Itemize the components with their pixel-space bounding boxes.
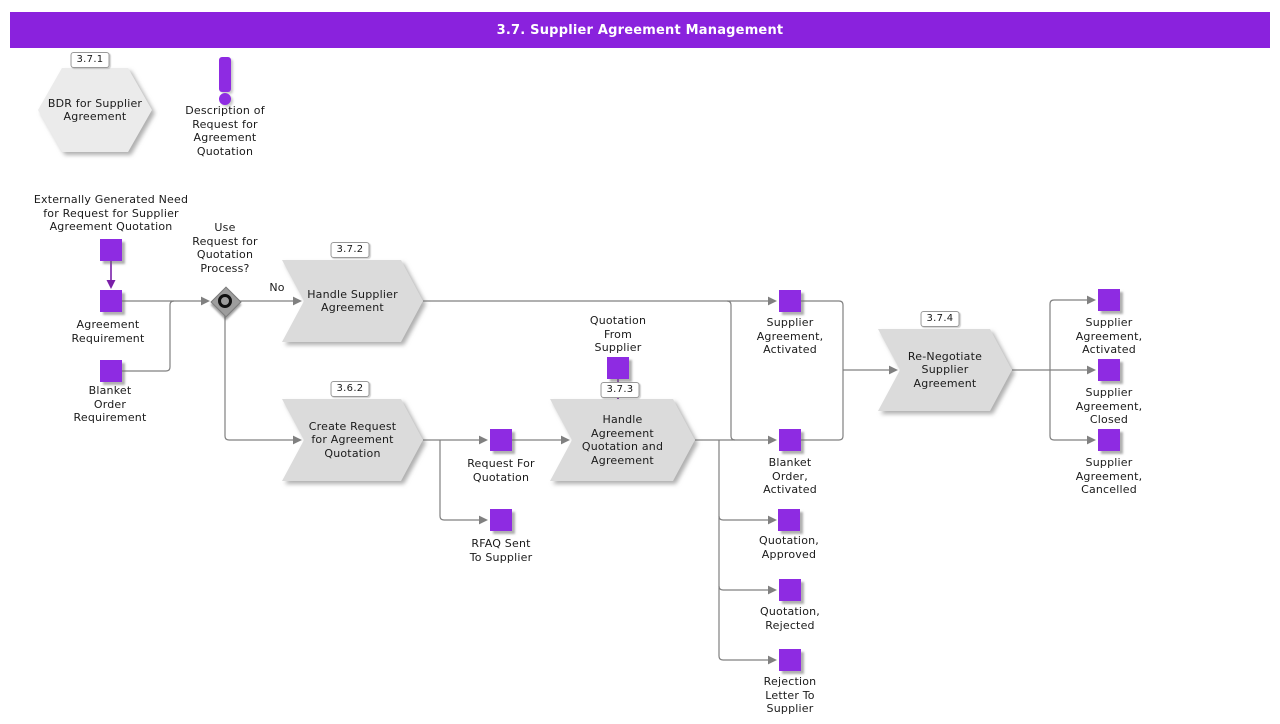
- label-supplier-agreement-activated-end: Supplier Agreement, Activated: [1075, 316, 1143, 356]
- label-quotation-approved: Quotation, Approved: [759, 534, 819, 561]
- hexagon-shape: BDR for Supplier Agreement: [38, 68, 152, 152]
- arrowheads: [201, 295, 1096, 665]
- doc-square-request-for-quotation[interactable]: [490, 429, 512, 451]
- chevron-shape: Handle Agreement Quotation and Agreement: [550, 399, 695, 481]
- connector: [718, 515, 769, 521]
- chevron-create-request-for-agreement-quotation[interactable]: Create Request for Agreement Quotation: [282, 399, 423, 481]
- hexagon-label: BDR for Supplier Agreement: [47, 96, 143, 124]
- label-supplier-agreement-closed: Supplier Agreement, Closed: [1075, 386, 1143, 426]
- chevron-label: Handle Supplier Agreement: [307, 287, 398, 314]
- badge-3-7-1[interactable]: 3.7.1: [70, 52, 110, 68]
- badge-3-7-3[interactable]: 3.7.3: [600, 382, 640, 398]
- chevron-label: Create Request for Agreement Quotation: [308, 419, 397, 460]
- gateway-circle-icon: [218, 294, 232, 308]
- label-quotation-from-supplier: Quotation From Supplier: [589, 314, 647, 354]
- doc-square-externally-generated-need[interactable]: [100, 239, 122, 261]
- chevron-shape: Re-Negotiate Supplier Agreement: [878, 329, 1012, 411]
- doc-square-supplier-agreement-closed[interactable]: [1098, 359, 1120, 381]
- chevron-label: Re-Negotiate Supplier Agreement: [907, 349, 983, 390]
- label-request-for-quotation: Request For Quotation: [467, 457, 535, 484]
- diagram-title: 3.7. Supplier Agreement Management: [496, 22, 784, 38]
- label-rejection-letter-to-supplier: Rejection Letter To Supplier: [763, 675, 817, 715]
- doc-square-rejection-letter-to-supplier[interactable]: [779, 649, 801, 671]
- connector: [718, 440, 769, 661]
- description-note-icon-dot: [219, 93, 231, 105]
- connector: [801, 300, 844, 370]
- connector: [726, 300, 736, 441]
- connector: [1049, 370, 1088, 441]
- doc-square-rfaq-sent-to-supplier[interactable]: [490, 509, 512, 531]
- doc-square-supplier-agreement-cancelled[interactable]: [1098, 429, 1120, 451]
- chevron-handle-supplier-agreement[interactable]: Handle Supplier Agreement: [282, 260, 423, 342]
- chevron-shape: Create Request for Agreement Quotation: [282, 399, 423, 481]
- chevron-shape: Handle Supplier Agreement: [282, 260, 423, 342]
- diagram-title-bar: 3.7. Supplier Agreement Management: [10, 12, 1270, 48]
- connector: [224, 312, 294, 441]
- connector: [718, 585, 769, 591]
- connector: [439, 440, 480, 521]
- badge-3-6-2[interactable]: 3.6.2: [330, 381, 370, 397]
- description-note-icon[interactable]: [219, 57, 231, 92]
- badge-3-7-2[interactable]: 3.7.2: [330, 242, 370, 258]
- gateway-label: Use Request for Quotation Process?: [192, 221, 258, 275]
- description-note-label: Description of Request for Agreement Quo…: [185, 104, 265, 158]
- doc-square-quotation-approved[interactable]: [778, 509, 800, 531]
- label-blanket-order-requirement: Blanket Order Requirement: [73, 384, 147, 424]
- hexagon-bdr-for-supplier-agreement[interactable]: BDR for Supplier Agreement: [38, 68, 152, 152]
- chevron-re-negotiate-supplier-agreement[interactable]: Re-Negotiate Supplier Agreement: [878, 329, 1012, 411]
- doc-square-quotation-rejected[interactable]: [779, 579, 801, 601]
- connectors: [122, 299, 1088, 661]
- badge-3-7-4[interactable]: 3.7.4: [920, 311, 960, 327]
- connector: [801, 370, 844, 441]
- doc-square-agreement-requirement[interactable]: [100, 290, 122, 312]
- connector: [122, 300, 175, 372]
- connector: [1049, 299, 1088, 370]
- doc-square-supplier-agreement-activated-end[interactable]: [1098, 289, 1120, 311]
- doc-square-supplier-agreement-activated-mid[interactable]: [779, 290, 801, 312]
- doc-square-blanket-order-requirement[interactable]: [100, 360, 122, 382]
- doc-square-quotation-from-supplier[interactable]: [607, 357, 629, 379]
- doc-square-blanket-order-activated[interactable]: [779, 429, 801, 451]
- label-blanket-order-activated: Blanket Order, Activated: [763, 456, 817, 496]
- label-agreement-requirement: Agreement Requirement: [71, 318, 145, 345]
- label-externally-generated-need: Externally Generated Need for Request fo…: [33, 193, 189, 233]
- branch-label-no: No: [269, 281, 285, 294]
- label-supplier-agreement-activated-mid: Supplier Agreement, Activated: [756, 316, 824, 356]
- label-quotation-rejected: Quotation, Rejected: [760, 605, 820, 632]
- label-rfaq-sent-to-supplier: RFAQ Sent To Supplier: [469, 537, 533, 564]
- chevron-handle-agreement-quotation-and-agreement[interactable]: Handle Agreement Quotation and Agreement: [550, 399, 695, 481]
- chevron-label: Handle Agreement Quotation and Agreement: [581, 413, 664, 467]
- label-supplier-agreement-cancelled: Supplier Agreement, Cancelled: [1075, 456, 1143, 496]
